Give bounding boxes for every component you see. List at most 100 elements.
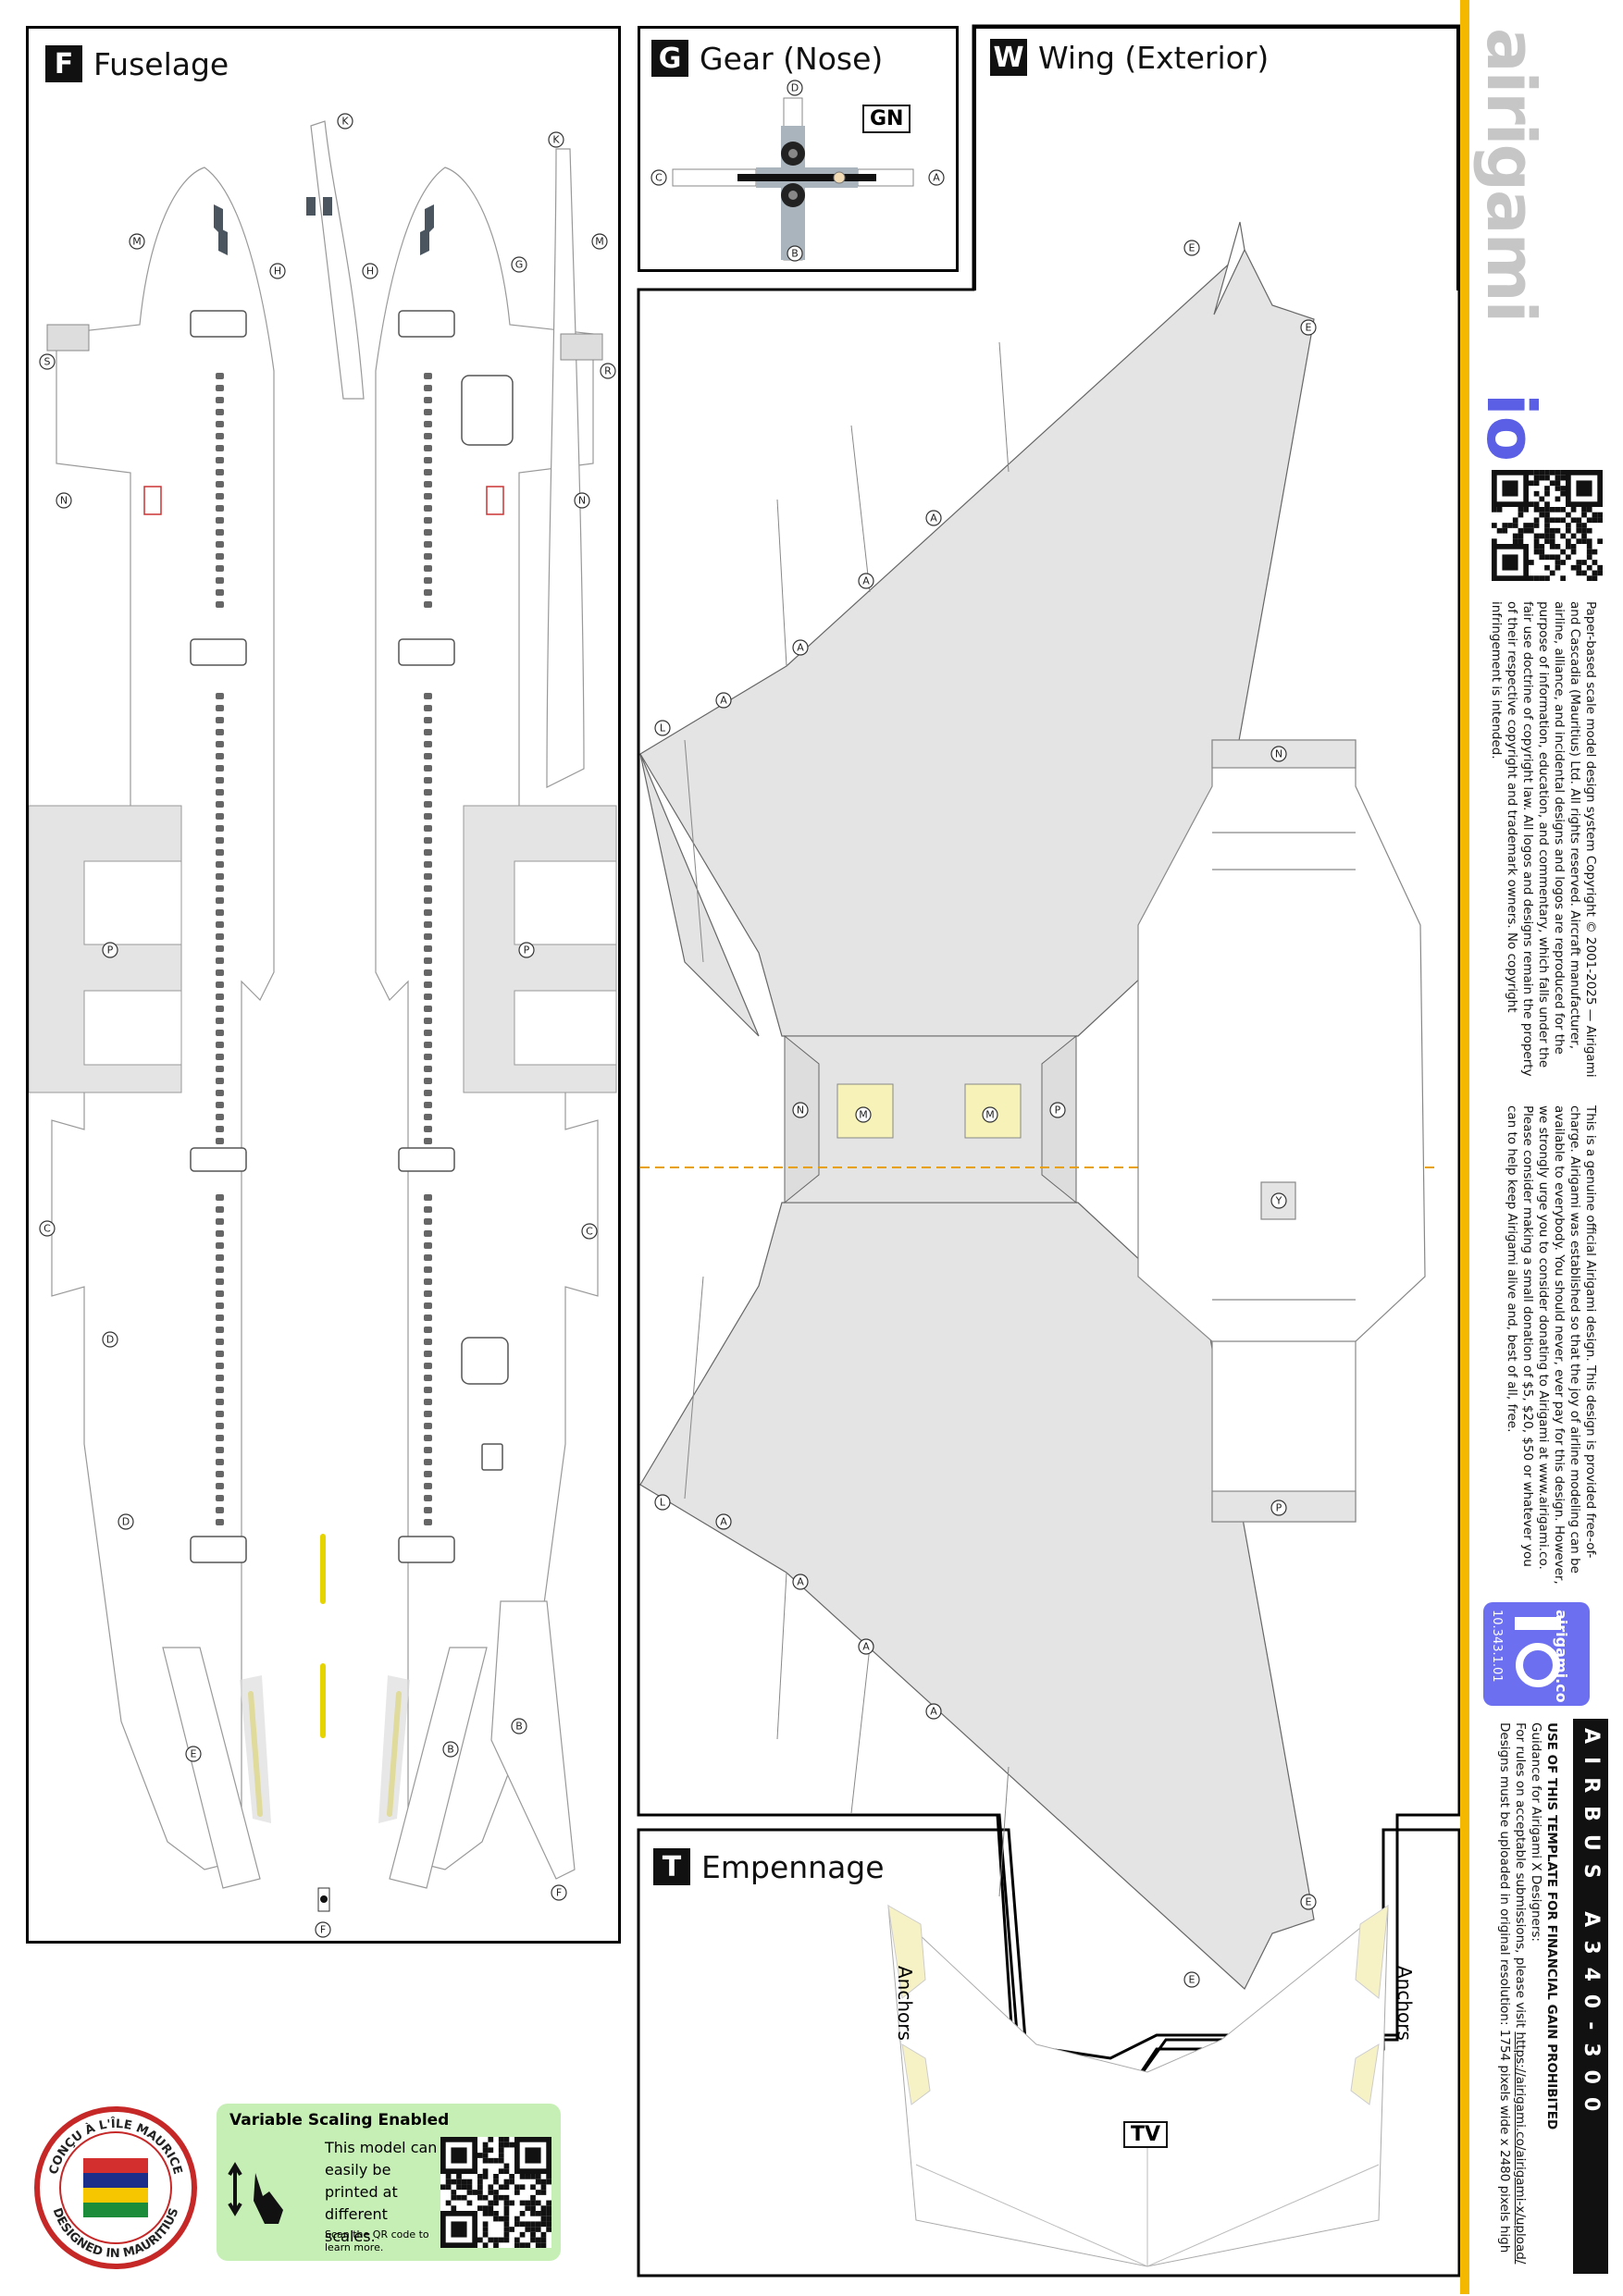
scaling-card: Variable Scaling Enabled This model can … <box>217 2104 561 2261</box>
glue-marker-label: H <box>274 265 281 278</box>
cabin-window <box>424 541 432 548</box>
cabin-window <box>424 1447 432 1453</box>
glue-marker <box>102 942 118 958</box>
cabin-window <box>216 1090 224 1096</box>
fuselage-letter: F <box>45 45 82 82</box>
cabin-window <box>216 421 224 427</box>
cabin-window <box>216 813 224 820</box>
cabin-window <box>424 1194 432 1201</box>
cabin-window <box>216 1126 224 1132</box>
cabin-window <box>424 493 432 500</box>
glue-marker-label: R <box>604 365 612 377</box>
glue-marker <box>1300 1894 1317 1910</box>
cabin-window <box>424 994 432 1000</box>
cabin-window <box>424 1363 432 1369</box>
cabin-window <box>216 849 224 856</box>
cabin-window <box>424 517 432 524</box>
glue-marker-label: A <box>720 695 727 707</box>
cabin-window <box>424 777 432 784</box>
cabin-window <box>424 1507 432 1513</box>
cabin-window <box>424 1018 432 1024</box>
cabin-window <box>216 969 224 976</box>
qr-code-icon[interactable] <box>440 2137 551 2248</box>
cabin-window <box>216 945 224 952</box>
airigami-badge[interactable]: airigami.co 10.343.1.01 <box>1483 1602 1590 1706</box>
cabin-window <box>424 885 432 892</box>
cabin-window <box>216 1435 224 1441</box>
cabin-window <box>424 825 432 832</box>
cabin-window <box>216 729 224 735</box>
cabin-window <box>216 1447 224 1453</box>
cabin-window <box>424 1387 432 1393</box>
glue-marker-label: C <box>586 1226 593 1238</box>
cabin-window <box>216 933 224 940</box>
cabin-window <box>216 801 224 808</box>
usage-link[interactable]: https://airigami.co/airigami-x/upload/ <box>1513 2031 1528 2265</box>
cabin-window <box>216 1054 224 1060</box>
cabin-window <box>424 753 432 759</box>
cabin-window <box>424 1266 432 1273</box>
cabin-window <box>424 1483 432 1489</box>
glue-marker-label: P <box>524 944 530 957</box>
cabin-window <box>424 981 432 988</box>
cabin-window <box>216 957 224 964</box>
cabin-window <box>424 729 432 735</box>
glue-marker <box>129 233 145 250</box>
model-code-strip: AIRBUS A340-300 <box>1573 1719 1608 2274</box>
cabin-window <box>216 517 224 524</box>
cabin-window <box>424 1351 432 1357</box>
cabin-window <box>424 897 432 904</box>
sidebar-qr-code[interactable] <box>1492 470 1603 581</box>
glue-marker-label: K <box>552 134 560 146</box>
cabin-window <box>216 433 224 439</box>
cabin-window <box>216 1375 224 1381</box>
cabin-window <box>424 1435 432 1441</box>
cabin-window <box>424 1006 432 1012</box>
cabin-window <box>424 1054 432 1060</box>
cabin-window <box>216 1030 224 1036</box>
scaling-note: Scan the QR code to learn more. <box>325 2228 429 2253</box>
cabin-window <box>424 421 432 427</box>
glue-marker-label: D <box>106 1334 114 1346</box>
glue-marker-label: A <box>797 642 804 654</box>
cabin-window <box>216 1138 224 1144</box>
cabin-window <box>424 601 432 608</box>
glue-marker-label: B <box>515 1721 523 1733</box>
cabin-window <box>424 1138 432 1144</box>
glue-marker-label: S <box>44 356 51 368</box>
glue-marker <box>118 1513 134 1530</box>
cabin-window <box>216 1242 224 1249</box>
glue-marker-label: M <box>595 236 604 248</box>
cabin-window <box>424 873 432 880</box>
cabin-window <box>216 469 224 475</box>
logo-text: airigami <box>1472 28 1550 322</box>
cabin-window <box>216 1042 224 1048</box>
glue-marker <box>1270 1500 1287 1516</box>
cabin-window <box>216 693 224 699</box>
glue-marker <box>715 1513 732 1530</box>
cabin-window <box>424 1315 432 1321</box>
cabin-window <box>424 1254 432 1261</box>
glue-marker <box>855 1106 872 1123</box>
cabin-window <box>216 385 224 391</box>
glue-marker-label: A <box>797 1576 804 1588</box>
glue-marker-label: A <box>930 512 937 525</box>
cabin-window <box>216 1254 224 1261</box>
free-notice-text: This is a genuine official Airigami desi… <box>1505 1105 1598 1585</box>
glue-marker <box>362 263 378 279</box>
cabin-window <box>216 1278 224 1285</box>
cabin-window <box>424 1290 432 1297</box>
cabin-window <box>216 397 224 403</box>
glue-marker-label: F <box>556 1887 562 1899</box>
cabin-window <box>216 1206 224 1213</box>
cabin-window <box>216 1327 224 1333</box>
glue-marker-label: N <box>1275 748 1282 760</box>
cabin-window <box>216 1471 224 1477</box>
glue-marker <box>1049 1102 1066 1118</box>
cabin-window <box>424 433 432 439</box>
cabin-window <box>424 1042 432 1048</box>
glue-marker-label: P <box>1055 1105 1061 1117</box>
glue-marker <box>792 1102 809 1118</box>
